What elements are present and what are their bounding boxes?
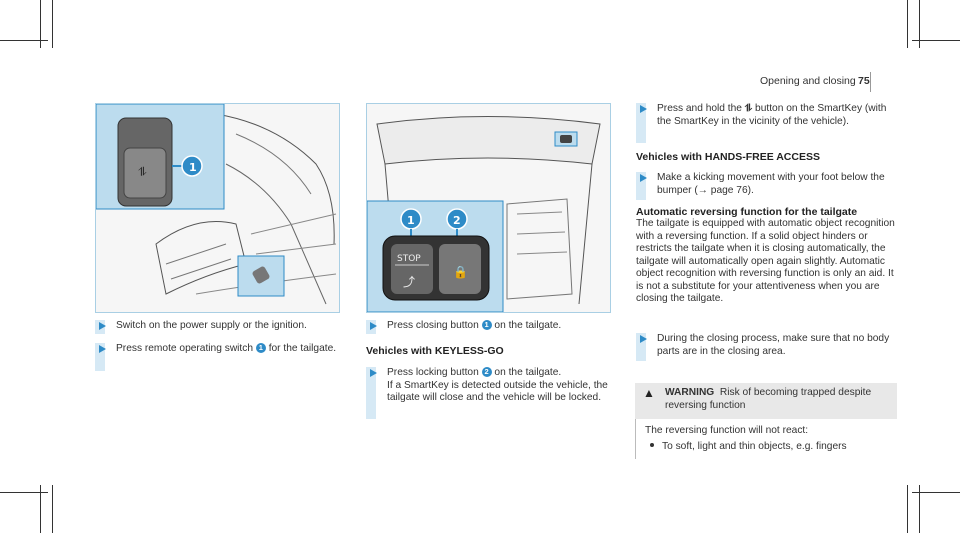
heading-hands-free: Vehicles with HANDS-FREE ACCESS	[636, 151, 820, 163]
crop-mark	[919, 0, 920, 48]
stop-label: STOP	[397, 254, 421, 264]
reversing-paragraph: The tailgate is equipped with automatic …	[636, 218, 895, 304]
step-press-closing: Press closing button 1 on the tailgate.	[366, 320, 611, 334]
page-number: 75	[858, 75, 870, 87]
crop-mark	[907, 0, 908, 48]
crop-mark	[912, 492, 960, 493]
svg-text:🔒: 🔒	[453, 265, 468, 279]
step-switch-on: Switch on the power supply or the igniti…	[95, 320, 340, 334]
callout-number: 1	[481, 320, 492, 330]
heading-keyless-go: Vehicles with KEYLESS-GO	[366, 345, 504, 357]
figure-tailgate-buttons: 1 2 STOP ⤴ 🔒	[366, 103, 611, 313]
callout-2: 2	[453, 214, 461, 227]
crop-mark	[52, 0, 53, 48]
crop-mark	[0, 40, 48, 41]
crop-mark	[0, 492, 48, 493]
tailgate-icon: ⥮	[744, 103, 753, 114]
crop-mark	[912, 40, 960, 41]
callout-number: 1	[255, 343, 266, 353]
crop-mark	[40, 0, 41, 48]
step-press-hold: Press and hold the ⥮ button on the Smart…	[636, 103, 898, 143]
step-press-locking: Press locking button 2 on the tailgate.I…	[366, 367, 611, 419]
figure-door-switch: ⥮ 1	[95, 103, 340, 313]
svg-text:⤴: ⤴	[403, 274, 415, 289]
step-kick: Make a kicking movement with your foot b…	[636, 172, 898, 200]
callout-number: 2	[481, 367, 492, 377]
warning-triangle-icon: ▲	[643, 386, 655, 400]
page-header-title: Opening and closing	[760, 75, 856, 87]
callout-1: 1	[407, 214, 415, 227]
crop-mark	[907, 485, 908, 533]
step-press-switch: Press remote operating switch 1 for the …	[95, 343, 340, 371]
crop-mark	[52, 485, 53, 533]
svg-text:1: 1	[189, 161, 197, 174]
svg-text:⥮: ⥮	[138, 165, 147, 179]
warning-box: ▲ WARNING Risk of becoming trapped despi…	[635, 383, 897, 459]
crop-mark	[40, 485, 41, 533]
crop-mark	[919, 485, 920, 533]
step-closing-safety: During the closing process, make sure th…	[636, 333, 898, 361]
header-rule	[870, 72, 871, 92]
heading-reversing: Automatic reversing function for the tai…	[636, 206, 858, 218]
